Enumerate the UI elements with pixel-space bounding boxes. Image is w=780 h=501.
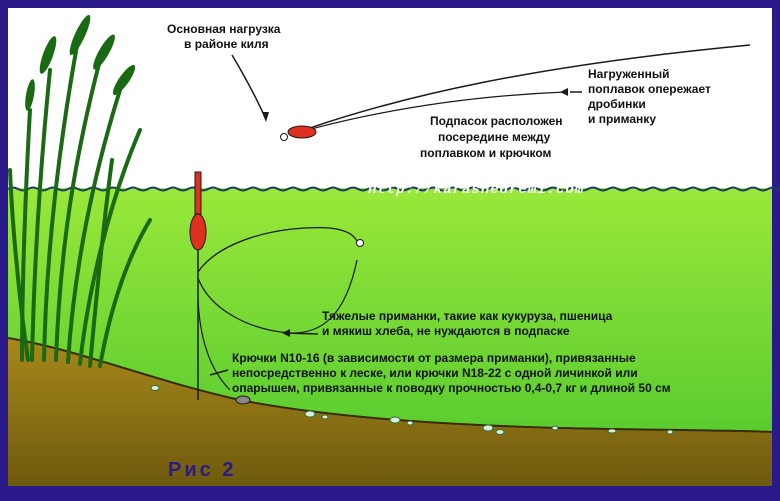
watermark-url: http://karasnedremi.com bbox=[368, 182, 584, 198]
keel-load-arrowhead-icon bbox=[262, 112, 269, 122]
surface-float-line bbox=[299, 91, 566, 133]
reed-heads bbox=[25, 14, 136, 111]
keel-load-label: Основная нагрузка в районе киля bbox=[167, 22, 284, 51]
hooks-pointer bbox=[209, 369, 229, 376]
bottom-weight-icon bbox=[235, 395, 251, 405]
water-surface-line bbox=[7, 186, 780, 192]
underwater-hook-link bbox=[197, 227, 359, 273]
underwater-float bbox=[189, 213, 207, 251]
line-to-bottom bbox=[197, 299, 231, 391]
loaded-float-label: Нагруженный поплавок опережает дробинки … bbox=[588, 67, 714, 126]
hooks-label: Крючки N10-16 (в зависимости от размера … bbox=[232, 351, 671, 395]
heavy-baits-arrowhead-icon bbox=[282, 329, 290, 337]
sky-area bbox=[8, 8, 772, 190]
shot-middle-label: Подпасок расположен посередине между поп… bbox=[420, 114, 566, 160]
lake-bed bbox=[8, 338, 772, 486]
surface-main-line bbox=[289, 44, 751, 136]
figure-caption: Рис 2 bbox=[168, 459, 236, 481]
surface-hook-bead-icon bbox=[280, 133, 288, 141]
surface-shot-icon bbox=[560, 88, 568, 96]
float-antenna bbox=[194, 171, 202, 215]
heavy-baits-pointer bbox=[284, 332, 319, 335]
heavy-baits-label: Тяжелые приманки, такие как кукуруза, пш… bbox=[322, 309, 616, 338]
underwater-hook-bead-icon bbox=[356, 239, 364, 247]
surface-float bbox=[287, 125, 317, 139]
pebbles bbox=[150, 385, 674, 435]
reeds bbox=[8, 38, 152, 368]
